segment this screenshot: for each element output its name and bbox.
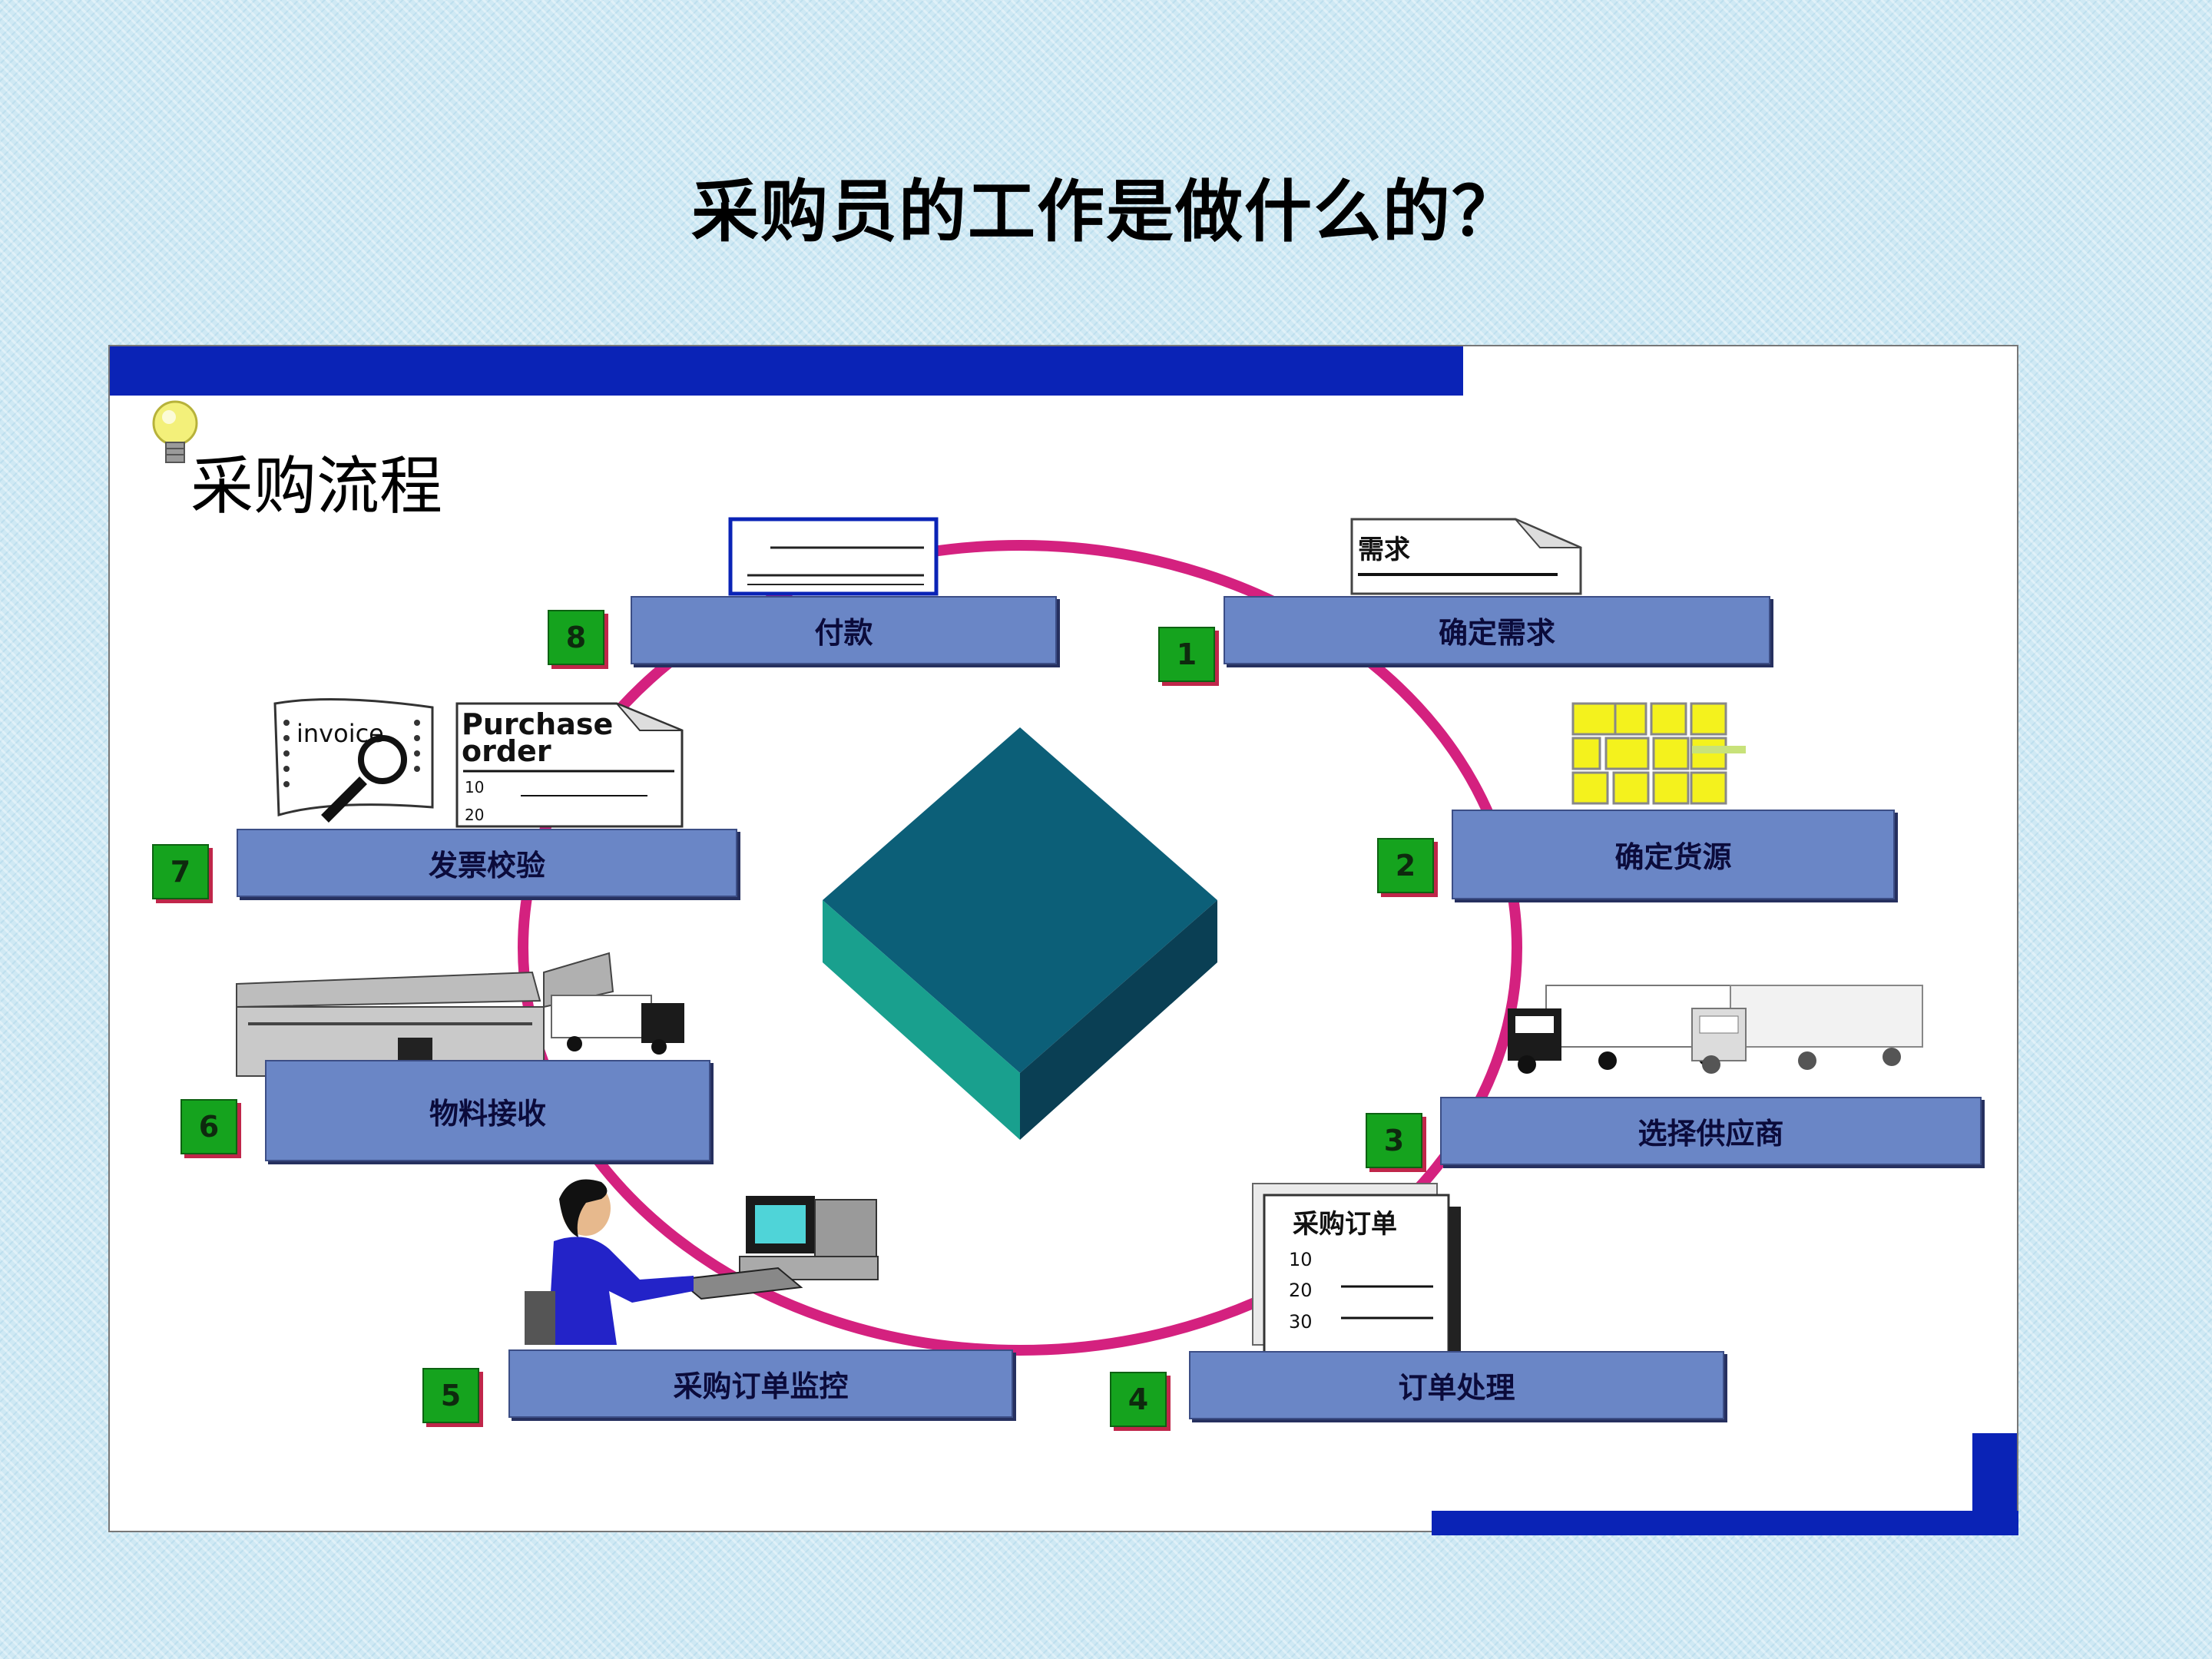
step-6-number: 6 bbox=[180, 1099, 237, 1154]
step-3-box: 选择供应商 bbox=[1440, 1097, 1982, 1165]
source-grid-illustration bbox=[1571, 702, 1746, 805]
panel-title: 采购流程 bbox=[190, 450, 443, 523]
process-panel: 采购流程 bbox=[108, 345, 2018, 1535]
operator-computer-illustration bbox=[525, 1179, 879, 1345]
payment-document-illustration bbox=[728, 517, 939, 596]
requirement-doc-heading: 需求 bbox=[1358, 535, 1410, 565]
purchase-order-line: 10 bbox=[465, 778, 485, 796]
page-title: 采购员的工作是做什么的？ bbox=[690, 172, 1521, 251]
step-3-number: 3 bbox=[1366, 1113, 1422, 1168]
lightbulb-icon bbox=[152, 400, 198, 463]
supplier-trucks-illustration bbox=[1508, 985, 1923, 1074]
cycle-ring bbox=[518, 540, 1522, 1356]
step-8-box: 付款 bbox=[631, 596, 1057, 664]
invoice-label: invoice bbox=[296, 719, 384, 748]
warehouse-illustration bbox=[236, 952, 684, 1077]
step-2-box: 确定货源 bbox=[1452, 810, 1895, 899]
step-5-box: 采购订单监控 bbox=[508, 1349, 1013, 1418]
order-document-illustration bbox=[1252, 1183, 1461, 1360]
order-doc-line: 20 bbox=[1289, 1280, 1313, 1301]
order-doc-line: 30 bbox=[1289, 1311, 1313, 1333]
step-1-number: 1 bbox=[1158, 627, 1215, 682]
step-7-box: 发票校验 bbox=[237, 829, 737, 897]
step-4-box: 订单处理 bbox=[1189, 1351, 1724, 1419]
step-1-box: 确定需求 bbox=[1224, 596, 1770, 664]
purchase-order-line: 20 bbox=[465, 806, 485, 824]
center-cube bbox=[823, 727, 1217, 1140]
step-8-number: 8 bbox=[548, 610, 604, 665]
step-7-number: 7 bbox=[152, 844, 209, 899]
step-5-number: 5 bbox=[422, 1368, 479, 1423]
purchase-order-line1: Purchase bbox=[462, 707, 614, 741]
purchase-order-illustration bbox=[455, 702, 684, 828]
step-4-number: 4 bbox=[1110, 1372, 1167, 1427]
order-doc-line: 10 bbox=[1289, 1249, 1313, 1270]
panel-bottom-bar bbox=[1432, 1511, 2018, 1535]
procurement-cycle-diagram bbox=[236, 517, 1923, 1360]
requirement-document-illustration bbox=[1350, 518, 1582, 595]
purchase-order-line2: order bbox=[462, 734, 551, 768]
step-2-number: 2 bbox=[1377, 838, 1434, 893]
magnifier-icon bbox=[321, 735, 407, 823]
panel-top-bar bbox=[110, 346, 1463, 396]
step-6-box: 物料接收 bbox=[265, 1060, 710, 1161]
center-label: 采购 bbox=[1088, 1217, 1169, 1263]
order-doc-heading: 采购订单 bbox=[1293, 1209, 1397, 1240]
panel-corner-bar bbox=[1972, 1433, 2017, 1532]
invoice-illustration bbox=[273, 698, 434, 816]
